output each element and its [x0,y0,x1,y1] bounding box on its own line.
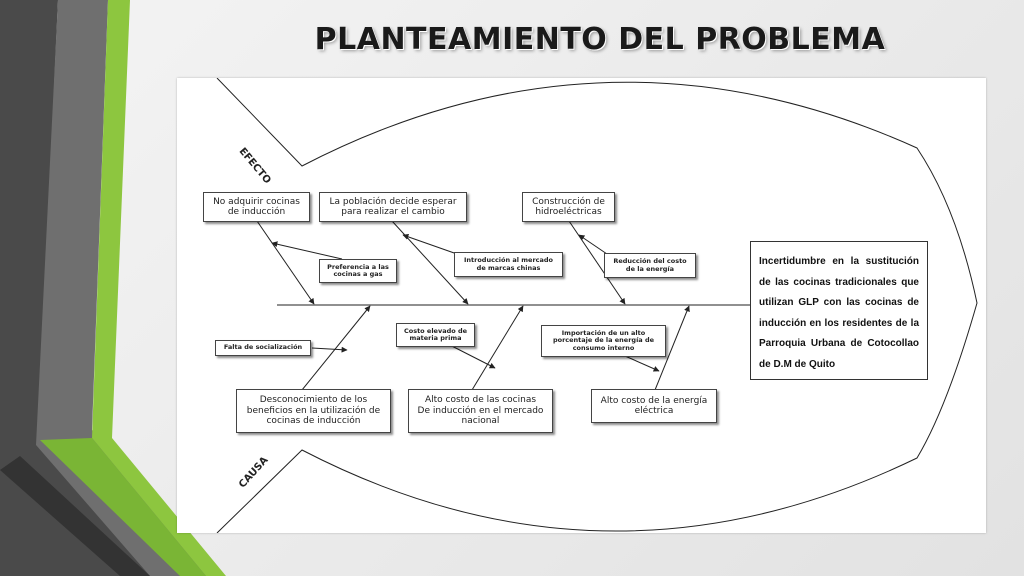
cause-sub-arrow-3 [624,355,660,372]
fishbone-diagram: EFECTO CAUSA No adquirir cocinas de indu… [177,78,986,533]
cause-rib-1 [301,305,371,391]
cause-sub-costo-materia-prima: Costo elevado de materia prima [396,323,475,347]
effect-sub-arrow-2 [402,233,458,255]
effect-sub-marcas-chinas: Introducción al mercado de marcas chinas [454,252,563,277]
fish-outline [216,78,978,533]
problem-statement-box: Incertidumbre en la sustitución de las c… [750,241,928,380]
dark-ribbon-lower [0,456,150,576]
cause-sub-arrow-1 [311,346,348,353]
effect-rib-1 [256,220,315,305]
effect-sub-arrow-3 [578,234,608,255]
effect-box-hidroelectricas: Construcción de hidroeléctricas [522,192,615,222]
effect-sub-arrow-1 [271,241,343,260]
fishbone-lines [216,78,978,533]
gray-ribbon-back [0,0,190,576]
cause-box-alto-costo-cocinas: Alto costo de las cocinas De inducción e… [408,389,553,433]
effect-sub-reduccion-costo: Reducción del costo de la energía [604,253,696,278]
cause-box-desconocimiento: Desconocimiento de los beneficios en la … [236,389,391,433]
cause-rib-2 [471,305,524,391]
slide-title: PLANTEAMIENTO DEL PROBLEMA [314,22,886,57]
effect-rib-3 [568,220,626,305]
effect-sub-preferencia-gas: Preferencia a las cocinas a gas [319,259,397,283]
gray-ribbon [36,0,210,576]
effect-box-no-adquirir: No adquirir cocinas de inducción [203,192,310,222]
cause-sub-importacion-energia: Importación de un alto porcentaje de la … [541,325,666,357]
effect-box-poblacion-espera: La población decide esperar para realiza… [319,192,467,222]
cause-rib-3 [654,305,690,391]
green-ribbon-lower [40,438,206,576]
cause-sub-falta-socializacion: Falta de socialización [215,340,311,356]
cause-box-alto-costo-energia: Alto costo de la energía eléctrica [591,389,717,423]
